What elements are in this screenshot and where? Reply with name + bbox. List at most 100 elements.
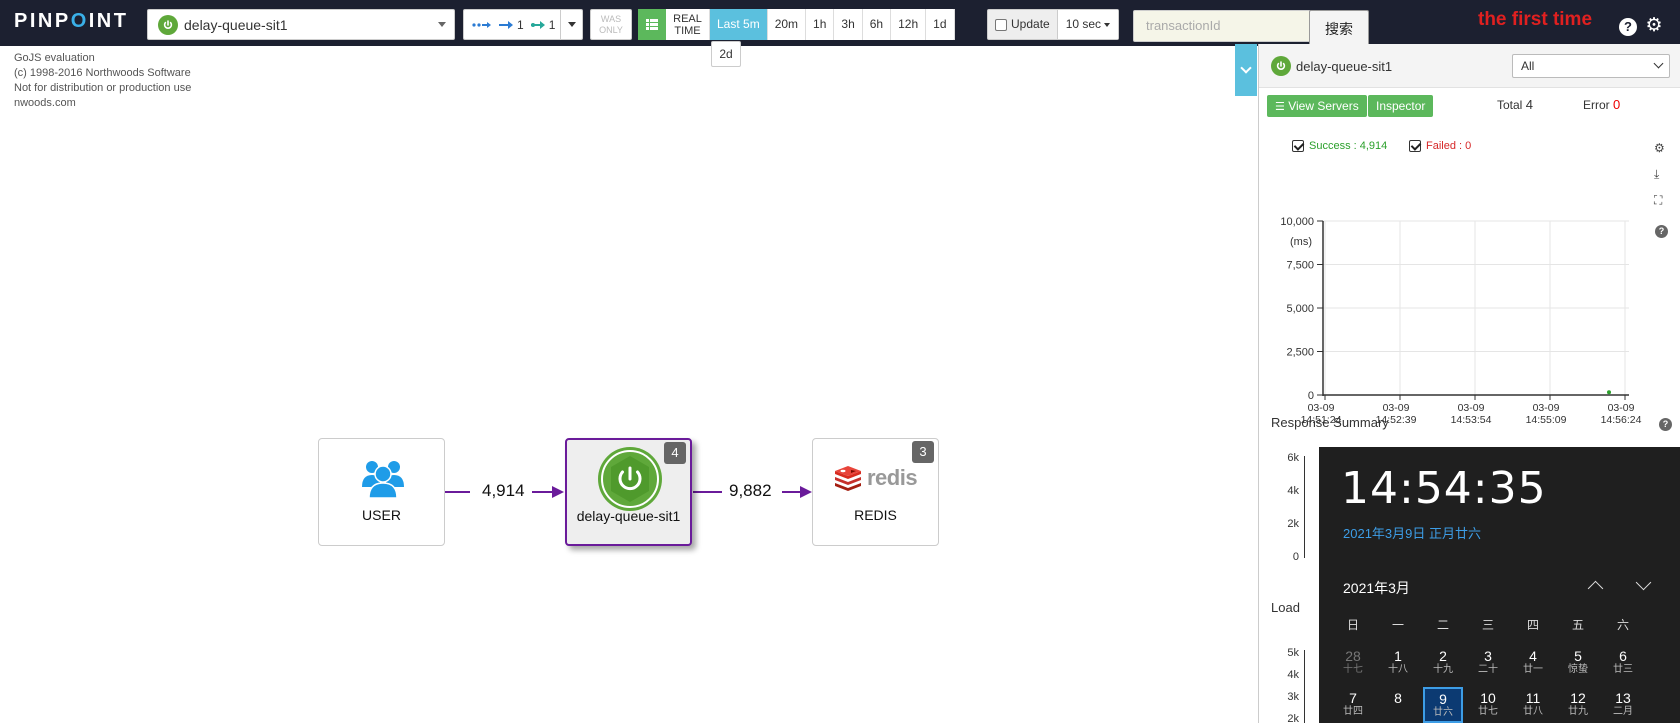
legend-success[interactable]: Success : 4,914: [1292, 140, 1387, 152]
depth-dropdown-toggle[interactable]: [560, 10, 582, 39]
outbound-depth-value: 1: [548, 17, 556, 32]
clock-date-link[interactable]: 2021年3月9日 正月廿六: [1343, 526, 1481, 541]
weekday-header: 四: [1526, 618, 1539, 632]
success-checkbox[interactable]: [1292, 140, 1304, 152]
instance-count-badge: 4: [664, 442, 686, 464]
list-icon: ☰: [1275, 101, 1285, 113]
weekday-header: 六: [1616, 618, 1629, 632]
inbound-arrow-icon: [472, 21, 491, 28]
load-tick: 5k: [1287, 647, 1299, 659]
weekday-header: 日: [1346, 618, 1359, 632]
chevron-down-icon: [1240, 62, 1252, 74]
realtime-button[interactable]: REAL TIME: [666, 9, 710, 40]
y-tick-label: 7,500: [1286, 260, 1314, 272]
transaction-id-input[interactable]: transactionId: [1133, 10, 1311, 42]
gear-icon[interactable]: ⚙: [1654, 141, 1665, 155]
update-checkbox[interactable]: Update: [988, 10, 1057, 39]
help-icon[interactable]: ?: [1655, 225, 1668, 238]
arrow-right-icon: [499, 20, 513, 29]
x-tick-time: 14:51:24: [1301, 414, 1342, 426]
application-selector[interactable]: delay-queue-sit1: [147, 9, 455, 40]
calendar-day[interactable]: 8: [1394, 690, 1402, 706]
node-redis[interactable]: redis 3 REDIS: [812, 438, 939, 546]
search-button[interactable]: 搜索: [1309, 10, 1369, 48]
help-icon[interactable]: ?: [1659, 418, 1672, 431]
search-depth-selector[interactable]: 1 1: [463, 9, 583, 40]
edge-count-app-redis[interactable]: 9,882: [727, 481, 774, 501]
next-month-icon[interactable]: [1636, 577, 1650, 591]
x-tick-time: 14:55:09: [1526, 414, 1567, 426]
node-redis-label: REDIS: [854, 507, 897, 523]
server-map-edges: [445, 486, 812, 498]
update-label: Update: [1011, 17, 1050, 31]
was-only-toggle[interactable]: WAS ONLY: [590, 9, 632, 40]
node-app-label: delay-queue-sit1: [576, 508, 681, 524]
edge-count-user-app[interactable]: 4,914: [480, 481, 527, 501]
arrow-head-icon: [800, 486, 812, 498]
update-interval-dropdown[interactable]: 10 sec: [1056, 10, 1119, 39]
range-3h[interactable]: 3h: [834, 9, 863, 40]
panel-app-name: delay-queue-sit1: [1296, 58, 1393, 74]
x-tick-time: 14:56:24: [1601, 414, 1642, 426]
range-20m[interactable]: 20m: [768, 9, 807, 40]
application-name: delay-queue-sit1: [184, 16, 288, 33]
view-servers-button[interactable]: ☰ View Servers: [1267, 95, 1367, 117]
x-tick-date: 03-09: [1533, 402, 1560, 414]
range-6h[interactable]: 6h: [863, 9, 892, 40]
panel-app-title: delay-queue-sit1: [1271, 56, 1392, 76]
fullscreen-icon[interactable]: ⛶: [1654, 193, 1663, 207]
data-point-success: [1607, 390, 1611, 395]
node-delay-queue-sit1[interactable]: 4 delay-queue-sit1: [565, 438, 692, 546]
gear-icon[interactable]: ⚙: [1645, 15, 1663, 36]
range-12h[interactable]: 12h: [891, 9, 927, 40]
panel-collapse-button[interactable]: [1235, 44, 1257, 96]
pinpoint-logo[interactable]: PINPOINT: [14, 10, 129, 32]
weekday-header: 二: [1436, 618, 1449, 632]
previous-month-icon[interactable]: [1588, 577, 1602, 591]
load-tick: 2k: [1287, 713, 1299, 723]
clock-time: 14:54:35: [1341, 463, 1547, 514]
node-user-label: USER: [362, 507, 401, 523]
agent-filter-select[interactable]: All: [1512, 54, 1670, 78]
calendar-month[interactable]: 2021年3月: [1343, 580, 1410, 596]
x-tick-date: 03-09: [1608, 402, 1635, 414]
total-count: Total 4: [1497, 97, 1533, 112]
legend-failed[interactable]: Failed : 0: [1409, 140, 1471, 152]
chevron-down-icon: [438, 22, 446, 27]
spring-boot-icon: [598, 447, 662, 511]
range-last-5m[interactable]: Last 5m: [710, 9, 768, 40]
caret-down-icon: [568, 22, 576, 27]
gojs-watermark: GoJS evaluation (c) 1998-2016 Northwoods…: [14, 52, 192, 109]
response-scatter-chart[interactable]: 10,0007,5005,0002,500003-0914:51:2403-09…: [1259, 154, 1680, 439]
redis-logo: redis: [833, 465, 918, 491]
inspector-button[interactable]: Inspector: [1368, 95, 1434, 117]
list-view-button[interactable]: [638, 9, 666, 40]
range-2d[interactable]: 2d: [711, 41, 741, 67]
download-icon[interactable]: ⤓: [1654, 167, 1660, 181]
load-tick: 3k: [1287, 691, 1299, 703]
range-1h[interactable]: 1h: [806, 9, 835, 40]
list-icon: [646, 19, 658, 30]
failed-checkbox[interactable]: [1409, 140, 1421, 152]
node-user[interactable]: USER: [318, 438, 445, 546]
y-tick-label: 10,000: [1280, 216, 1314, 228]
x-tick-date: 03-09: [1383, 402, 1410, 414]
range-1d[interactable]: 1d: [926, 9, 955, 40]
help-icon[interactable]: ?: [1619, 18, 1637, 36]
weekday-header: 三: [1481, 618, 1494, 632]
load-title: Load: [1271, 600, 1300, 615]
instance-count-badge: 3: [912, 441, 934, 463]
